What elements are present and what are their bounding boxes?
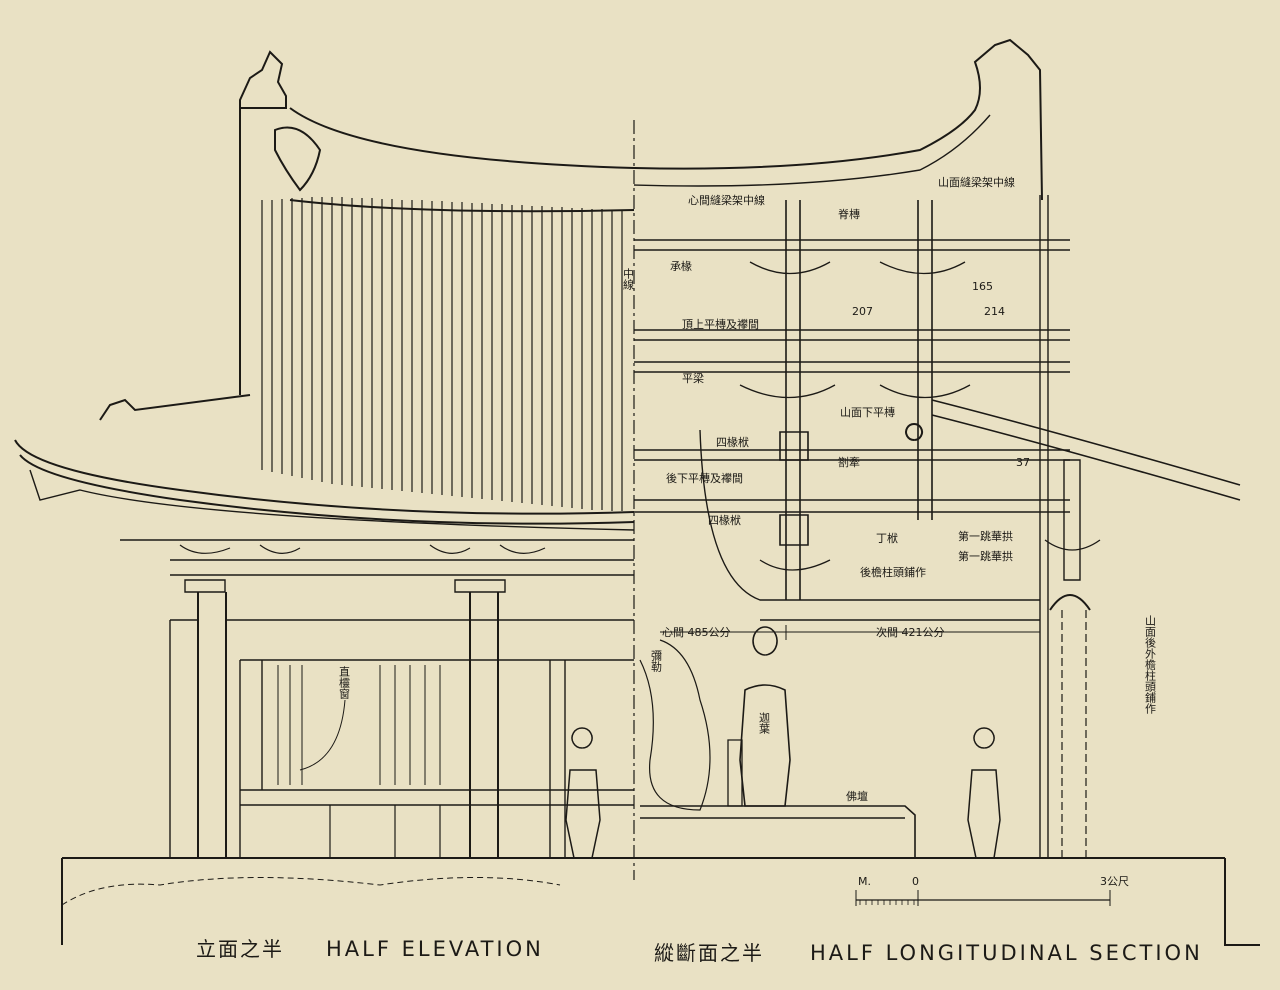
dimension-labels: 165 207 214 37 心間 485公分 次間 421公分 bbox=[662, 280, 1030, 639]
gable-axis-label: 山面縫梁架中線 bbox=[938, 175, 1015, 189]
upper-purlin-label: 頂上平槫及襻間 bbox=[682, 318, 759, 331]
gable-lower-purlin-label: 山面下平槫 bbox=[840, 406, 895, 419]
gable-rear-bracket-label: 山面後外檐柱頭鋪作 bbox=[1144, 615, 1157, 714]
half-longitudinal-section bbox=[633, 38, 1241, 906]
flat-beam-label: 平梁 bbox=[682, 371, 704, 385]
window-label: 直欞窗 bbox=[338, 665, 351, 700]
scale-end: 3公尺 bbox=[1100, 875, 1129, 888]
rear-column-bracket-label: 後檐柱頭鋪作 bbox=[860, 565, 926, 579]
brace-right-label: 劄牽 bbox=[838, 455, 860, 469]
center-line-label: 中線 bbox=[622, 268, 635, 290]
dim-207: 207 bbox=[852, 305, 873, 318]
scale-unit: M. bbox=[858, 875, 871, 888]
center-bay-axis-label: 心間縫梁架中線 bbox=[688, 193, 765, 207]
lower-purlin-label: 後下平槫及襻間 bbox=[666, 471, 743, 485]
gong2-label: 第一跳華拱 bbox=[958, 549, 1013, 563]
tiebeam-label: 承椽 bbox=[670, 260, 692, 273]
altar-label: 佛壇 bbox=[846, 789, 868, 803]
dim-37: 37 bbox=[1016, 456, 1030, 469]
section-labels: 心間縫梁架中線 山面縫梁架中線 脊槫 中線 承椽 頂上平槫及襻間 平梁 山面下平… bbox=[338, 175, 1157, 803]
center-bay-dimension: 心間 485公分 bbox=[662, 626, 731, 639]
side-bay-dimension: 次間 421公分 bbox=[876, 625, 945, 639]
dingfu-label: 丁栿 bbox=[876, 531, 898, 545]
section-caption-en: HALF LONGITUDINAL SECTION bbox=[810, 941, 1203, 965]
gong1-label: 第一跳華拱 bbox=[958, 529, 1013, 543]
scale-bar: M. 0 3公尺 bbox=[858, 875, 1129, 888]
brace-left-label: 四椽栿 bbox=[716, 435, 749, 449]
brace-lower-label: 四椽栿 bbox=[708, 513, 741, 527]
scale-zero: 0 bbox=[912, 875, 919, 888]
dim-165: 165 bbox=[972, 280, 993, 293]
buddha-left-label: 彌勒 bbox=[650, 650, 663, 673]
section-caption-zh: 縱斷面之半 bbox=[654, 941, 764, 965]
elevation-caption-zh: 立面之半 bbox=[196, 937, 284, 961]
half-elevation bbox=[14, 50, 1260, 946]
dim-214: 214 bbox=[984, 305, 1005, 318]
disciple-label: 迦葉 bbox=[758, 712, 771, 734]
captions: 立面之半 HALF ELEVATION 縱斷面之半 HALF LONGITUDI… bbox=[196, 937, 1203, 965]
elevation-caption-en: HALF ELEVATION bbox=[326, 937, 544, 961]
ridge-purlin-label: 脊槫 bbox=[838, 207, 860, 221]
